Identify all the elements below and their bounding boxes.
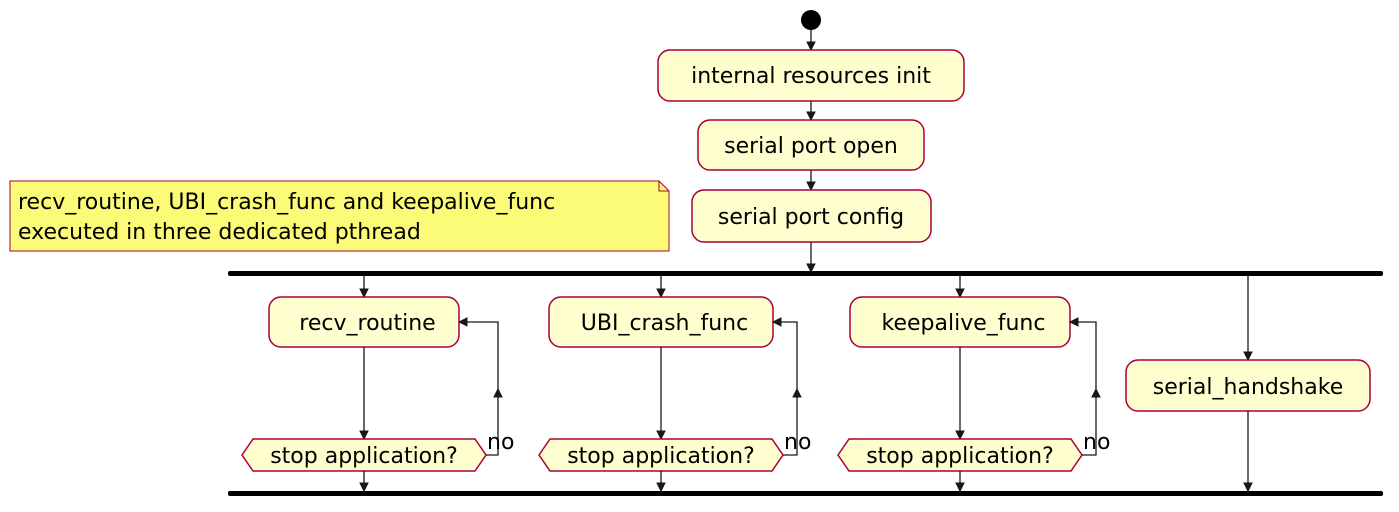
edge-crash-join — [656, 471, 666, 493]
edge-handshake-join — [1243, 411, 1253, 493]
note: recv_routine, UBI_crash_func and keepali… — [9, 180, 670, 252]
activity-crash: UBI_crash_func — [548, 296, 774, 348]
activity-recv: recv_routine — [268, 296, 460, 348]
start-node — [801, 10, 821, 30]
activity-recv-label: recv_routine — [292, 311, 435, 336]
edge-recv-decision — [359, 347, 369, 441]
loop-keepalive-label: no — [1083, 430, 1110, 455]
edge-recv-join — [359, 471, 369, 493]
activity-init-label: internal resources init — [691, 64, 931, 89]
loop-recv-label: no — [487, 430, 514, 455]
edge-crash-decision — [656, 347, 666, 441]
edge-fork-handshake — [1243, 276, 1253, 362]
loop-recv: no — [457, 317, 514, 456]
loop-crash-label: no — [784, 430, 811, 455]
edge-fork-recv — [359, 276, 369, 299]
activity-init: internal resources init — [657, 49, 965, 102]
edge-start-init — [806, 30, 816, 52]
decision-crash-label: stop application? — [567, 444, 755, 469]
activity-config-label: serial port config — [718, 205, 904, 230]
activity-open: serial port open — [697, 119, 925, 171]
activity-crash-label: UBI_crash_func — [574, 311, 748, 336]
activity-handshake: serial_handshake — [1125, 359, 1371, 412]
edge-config-fork — [806, 242, 816, 274]
activity-config: serial port config — [691, 189, 932, 243]
edge-keepalive-join — [955, 471, 965, 493]
decision-recv: stop application? — [241, 438, 487, 472]
activity-keepalive-label: keepalive_func — [875, 311, 1046, 336]
edge-keepalive-decision — [955, 347, 965, 441]
edge-fork-keepalive — [955, 276, 965, 299]
fork-bar — [228, 271, 1383, 276]
decision-recv-label: stop application? — [270, 444, 458, 469]
note-line-1: recv_routine, UBI_crash_func and keepali… — [18, 190, 555, 215]
join-bar — [228, 491, 1383, 496]
loop-keepalive: no — [1068, 317, 1110, 456]
edge-init-open — [806, 101, 816, 122]
activity-keepalive: keepalive_func — [849, 296, 1071, 348]
note-line-2: executed in three dedicated pthread — [18, 220, 421, 245]
activity-handshake-label: serial_handshake — [1153, 375, 1343, 400]
decision-keepalive: stop application? — [837, 438, 1083, 472]
loop-crash: no — [771, 317, 811, 456]
edge-fork-crash — [656, 276, 666, 299]
edge-open-config — [806, 170, 816, 192]
activity-open-label: serial port open — [724, 134, 898, 159]
decision-keepalive-label: stop application? — [866, 444, 1054, 469]
decision-crash: stop application? — [538, 438, 784, 472]
